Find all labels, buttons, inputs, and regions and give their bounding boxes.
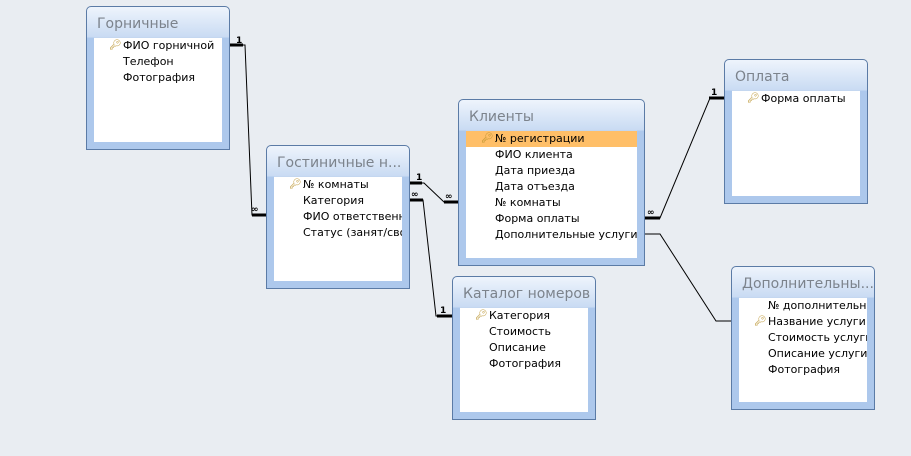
- field-name: № комнаты: [303, 178, 369, 191]
- field-row[interactable]: Форма оплаты: [466, 211, 637, 227]
- one-label: 1: [236, 36, 242, 46]
- field-name: Дополнительные услуги: [495, 228, 637, 241]
- field-row[interactable]: Дополнительные услуги: [466, 227, 637, 243]
- table-gostinichnye-nomera[interactable]: Гостиничные н... 🔑︎№ комнаты Категория Ф…: [266, 145, 410, 289]
- field-row[interactable]: Дата приезда: [466, 163, 637, 179]
- field-row[interactable]: 🔑︎Форма оплаты: [732, 91, 860, 107]
- field-row[interactable]: Фотография: [460, 356, 588, 372]
- field-name: ФИО ответственно: [303, 210, 402, 223]
- key-icon: 🔑︎: [109, 40, 122, 51]
- many-label: ∞: [251, 205, 259, 215]
- field-row[interactable]: 🔑︎Название услуги: [739, 314, 867, 330]
- field-name: Дата отъезда: [495, 180, 575, 193]
- field-row[interactable]: Описание: [460, 340, 588, 356]
- table-title: Дополнительны...: [742, 276, 874, 292]
- field-name: Телефон: [123, 55, 174, 68]
- key-icon: 🔑︎: [289, 179, 302, 190]
- table-title: Гостиничные н...: [277, 155, 402, 171]
- key-icon: 🔑︎: [475, 310, 488, 321]
- field-row[interactable]: Категория: [274, 193, 402, 209]
- one-label: 1: [440, 306, 446, 316]
- field-name: Фотография: [489, 357, 562, 370]
- field-name: № регистрации: [495, 132, 585, 145]
- field-row[interactable]: № комнаты: [466, 195, 637, 211]
- field-row[interactable]: ФИО ответственно: [274, 209, 402, 225]
- many-label: ∞: [647, 208, 655, 218]
- key-icon: 🔑︎: [747, 93, 760, 104]
- one-label: 1: [711, 88, 717, 98]
- field-name: № дополнительно: [768, 299, 867, 312]
- field-name: Стоимость: [489, 325, 551, 338]
- field-name: ФИО клиента: [495, 148, 573, 161]
- field-row[interactable]: Статус (занят/своб: [274, 225, 402, 241]
- many-label: ∞: [411, 190, 419, 200]
- table-klienty[interactable]: Клиенты 🔑︎№ регистрации ФИО клиента Дата…: [458, 99, 645, 266]
- field-name: Стоимость услуги: [768, 331, 867, 344]
- field-row[interactable]: ФИО клиента: [466, 147, 637, 163]
- field-name: Форма оплаты: [761, 92, 846, 105]
- field-name: Описание: [489, 341, 546, 354]
- key-icon: 🔑︎: [481, 133, 494, 144]
- table-dopolnitelnye-uslugi[interactable]: Дополнительны... № дополнительно 🔑︎Назва…: [731, 266, 875, 410]
- field-name: Фотография: [768, 363, 841, 376]
- field-name: Категория: [303, 194, 364, 207]
- field-name: Название услуги: [768, 315, 866, 328]
- field-row[interactable]: № дополнительно: [739, 298, 867, 314]
- table-katalog-nomerov[interactable]: Каталог номеров 🔑︎Категория Стоимость Оп…: [452, 276, 596, 420]
- field-row[interactable]: 🔑︎ФИО горничной: [94, 38, 222, 54]
- table-title: Каталог номеров: [463, 286, 591, 302]
- key-icon: 🔑︎: [754, 316, 767, 327]
- field-row[interactable]: Стоимость услуги: [739, 330, 867, 346]
- field-name: Описание услуги: [768, 347, 867, 360]
- field-name: Категория: [489, 309, 550, 322]
- field-row[interactable]: Фотография: [94, 70, 222, 86]
- one-label: 1: [416, 173, 422, 183]
- field-row[interactable]: Телефон: [94, 54, 222, 70]
- field-name: Статус (занят/своб: [303, 226, 402, 239]
- field-row[interactable]: 🔑︎№ комнаты: [274, 177, 402, 193]
- field-name: Дата приезда: [495, 164, 576, 177]
- table-title: Клиенты: [469, 109, 534, 125]
- table-gornichnye[interactable]: Горничные 🔑︎ФИО горничной Телефон Фотогр…: [86, 6, 230, 150]
- field-row[interactable]: Стоимость: [460, 324, 588, 340]
- field-row-selected[interactable]: 🔑︎№ регистрации: [466, 131, 637, 147]
- table-title: Оплата: [735, 69, 790, 85]
- field-row[interactable]: 🔑︎Категория: [460, 308, 588, 324]
- field-name: Форма оплаты: [495, 212, 580, 225]
- field-row[interactable]: Фотография: [739, 362, 867, 378]
- field-name: Фотография: [123, 71, 196, 84]
- table-title: Горничные: [97, 16, 179, 32]
- field-name: № комнаты: [495, 196, 561, 209]
- table-oplata[interactable]: Оплата 🔑︎Форма оплаты: [724, 59, 868, 204]
- field-row[interactable]: Дата отъезда: [466, 179, 637, 195]
- field-row[interactable]: Описание услуги: [739, 346, 867, 362]
- field-name: ФИО горничной: [123, 39, 215, 52]
- many-label: ∞: [445, 192, 453, 202]
